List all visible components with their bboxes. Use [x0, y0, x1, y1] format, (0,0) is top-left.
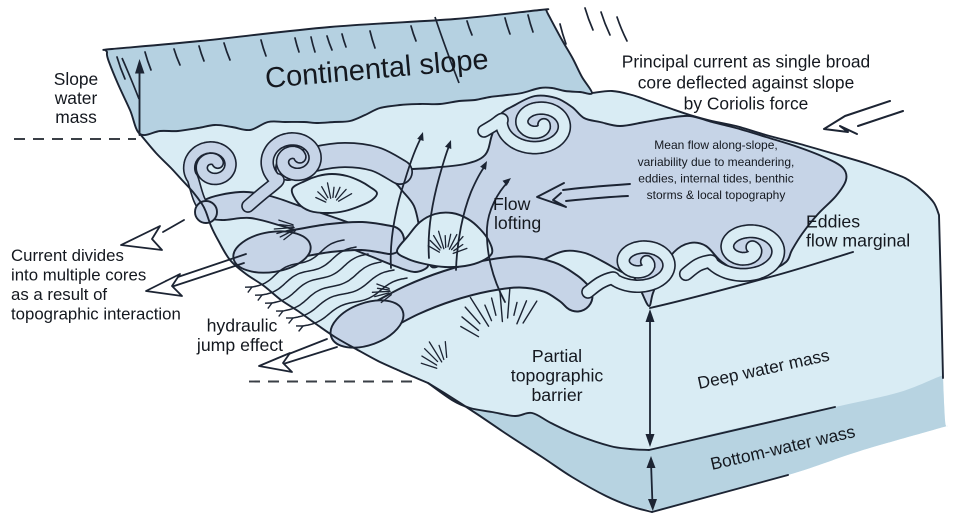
svg-text:Current divides: Current divides [11, 246, 124, 265]
svg-text:Slope: Slope [54, 69, 98, 89]
svg-text:water: water [54, 88, 98, 108]
svg-text:Flow: Flow [493, 194, 531, 214]
svg-text:lofting: lofting [494, 213, 541, 233]
svg-text:Partial: Partial [532, 346, 582, 366]
svg-text:storms & local topography: storms & local topography [647, 188, 786, 202]
svg-text:by Coriolis force: by Coriolis force [684, 93, 809, 113]
svg-text:variability due to meandering,: variability due to meandering, [638, 155, 795, 169]
svg-text:flow marginal: flow marginal [806, 231, 910, 251]
svg-text:core deflected against slope: core deflected against slope [638, 73, 855, 93]
svg-text:topographic: topographic [511, 366, 604, 386]
svg-text:hydraulic: hydraulic [207, 316, 278, 336]
svg-text:as a result of: as a result of [11, 285, 107, 304]
svg-text:into multiple cores: into multiple cores [11, 266, 146, 285]
svg-text:topographic interaction: topographic interaction [11, 305, 181, 324]
svg-text:Eddies: Eddies [806, 212, 860, 232]
svg-text:Principal current as single br: Principal current as single broad [622, 52, 870, 72]
svg-text:barrier: barrier [531, 385, 582, 405]
svg-text:jump effect: jump effect [196, 335, 283, 355]
svg-text:eddies, internal tides, benthi: eddies, internal tides, benthic [638, 172, 793, 186]
svg-text:mass: mass [55, 107, 97, 127]
svg-text:Mean flow along-slope,: Mean flow along-slope, [654, 138, 777, 152]
